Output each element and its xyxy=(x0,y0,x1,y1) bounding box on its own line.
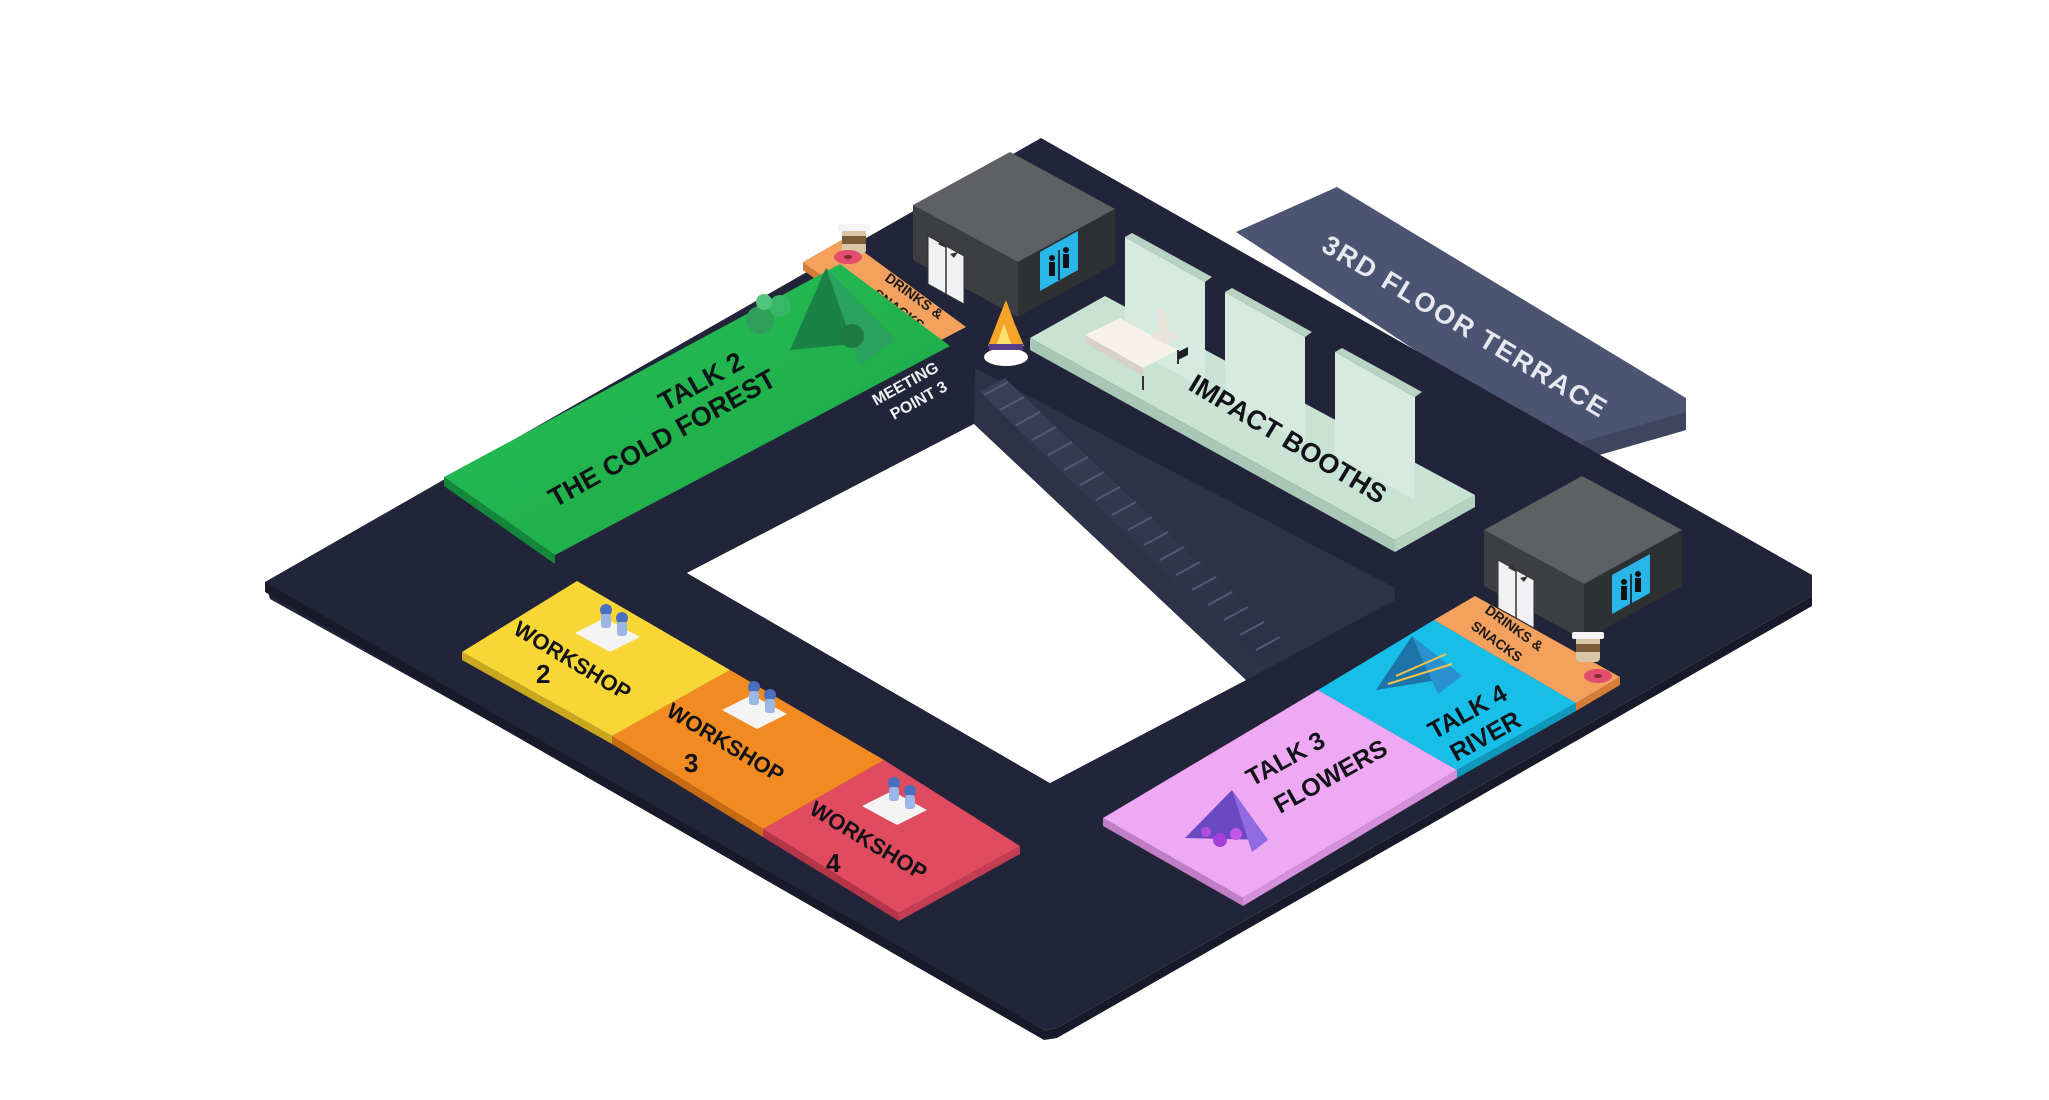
drinks-tile-side xyxy=(1576,677,1620,711)
desk-chair-icon xyxy=(1085,306,1188,390)
talk-4-tile xyxy=(1318,620,1576,770)
talk-2-edge xyxy=(444,477,555,564)
drinks-tile xyxy=(1434,596,1620,703)
coffee-cup-icon xyxy=(838,224,870,254)
restroom-icon[interactable] xyxy=(1040,231,1078,291)
drinks-tile xyxy=(803,238,966,350)
talk-3-tile xyxy=(1103,690,1457,898)
table-people-icon xyxy=(575,604,640,652)
atrium-void xyxy=(687,424,1246,783)
workshop-2-tile xyxy=(462,581,730,736)
stairwell-wall xyxy=(974,368,1395,680)
donut-icon xyxy=(834,250,862,264)
booths-platform-side xyxy=(1395,495,1475,552)
floor-ring xyxy=(265,138,1812,1040)
elevator-icon[interactable] xyxy=(1497,559,1535,629)
talk-4-side xyxy=(1457,703,1576,778)
elevator-roof xyxy=(913,152,1115,262)
workshop-4-side xyxy=(899,846,1020,921)
flower-pyramid-icon xyxy=(1185,790,1268,852)
workshop-4-edge xyxy=(763,829,899,921)
talk-3-zone[interactable]: TALK 3 FLOWERS xyxy=(1103,690,1457,906)
restroom-icon[interactable] xyxy=(1612,554,1650,614)
elevator-front xyxy=(913,205,1018,317)
workshop-4-zone[interactable]: WORKSHOP 4 xyxy=(763,760,1020,921)
workshop-2-edge xyxy=(462,652,612,744)
workshop-4-line2: 4 xyxy=(826,848,841,878)
talk-3-side xyxy=(1243,770,1457,906)
elevator-block-right xyxy=(1484,476,1682,640)
river-pyramid-icon xyxy=(1376,636,1462,694)
impact-booths-zone[interactable]: IMPACT BOOTHS xyxy=(1030,233,1475,552)
elevator-block-top xyxy=(913,152,1115,317)
stairwell[interactable] xyxy=(974,368,1395,680)
campfire-icon xyxy=(984,300,1028,366)
workshop-4-tile xyxy=(763,760,1020,913)
terrace-edge xyxy=(1582,412,1686,460)
donut-icon xyxy=(1584,669,1612,683)
table-people-icon xyxy=(722,681,787,729)
coffee-cup-icon xyxy=(1572,632,1604,662)
workshop-2-line2: 2 xyxy=(536,659,550,689)
stair-steps xyxy=(983,381,1281,651)
table-people-icon xyxy=(862,777,927,825)
forest-pyramid-icon xyxy=(746,268,896,365)
workshop-3-tile xyxy=(612,670,884,829)
terrace-surface xyxy=(1236,187,1686,460)
elevator-roof xyxy=(1484,476,1682,584)
workshop-3-line2: 3 xyxy=(684,748,698,778)
booths-platform-edge xyxy=(1030,338,1395,552)
talk-4-zone[interactable]: TALK 4 RIVER xyxy=(1318,620,1576,778)
elevator-icon[interactable] xyxy=(927,235,965,305)
workshop-3-edge xyxy=(612,736,763,837)
talk-3-edge xyxy=(1103,818,1243,906)
